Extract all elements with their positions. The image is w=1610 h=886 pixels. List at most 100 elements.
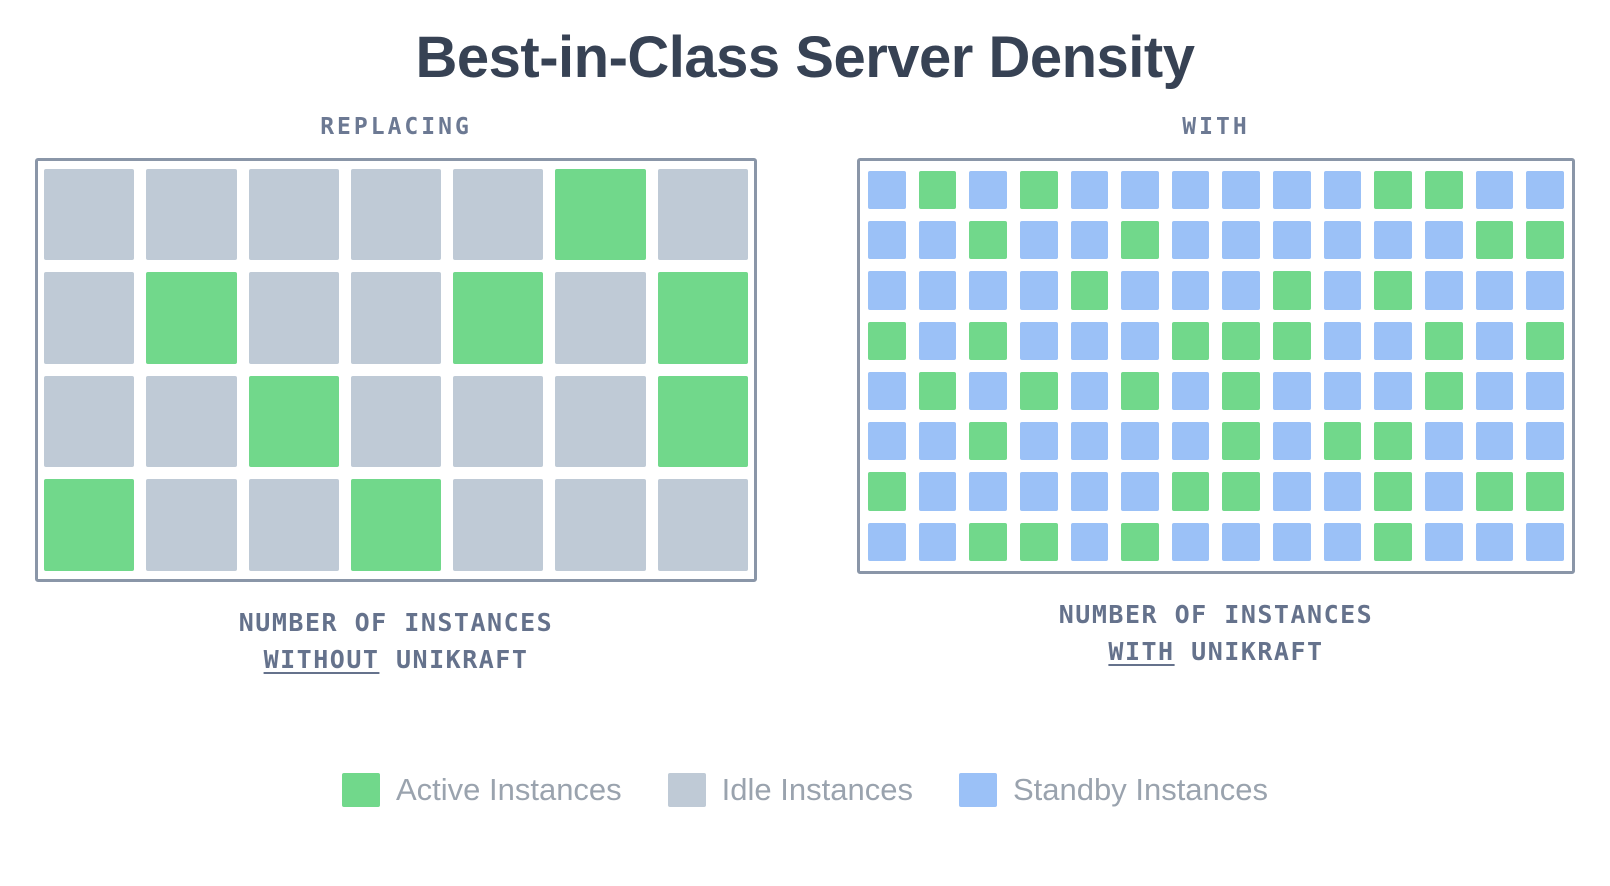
instance-cell-standby: [1425, 221, 1463, 260]
instance-cell-idle: [555, 479, 646, 571]
instance-cell-idle: [350, 272, 442, 364]
instance-cell-idle: [453, 479, 544, 571]
instance-cell-idle: [146, 479, 237, 571]
instance-cell-active: [1070, 271, 1109, 310]
instance-cell-active: [1222, 472, 1261, 511]
instance-cell-standby: [1222, 271, 1261, 310]
panel-right-caption-line2: WITH UNIKRAFT: [1059, 633, 1373, 671]
instance-cell-standby: [868, 422, 906, 461]
instance-cell-active: [1121, 371, 1159, 411]
instance-cell-standby: [1526, 422, 1564, 461]
legend-item-standby: Standby Instances: [958, 772, 1268, 808]
instance-cell-standby: [1475, 321, 1514, 360]
instance-cell-standby: [868, 221, 906, 260]
instance-cell-standby: [1019, 472, 1058, 511]
instance-cell-active: [1374, 271, 1413, 310]
instance-cell-idle: [453, 375, 544, 468]
instance-cell-active: [918, 371, 957, 411]
instance-cell-active: [555, 168, 646, 261]
instance-cell-active: [1171, 321, 1210, 360]
instance-cell-standby: [1323, 170, 1362, 210]
instance-cell-active: [146, 272, 237, 364]
instance-cell-standby: [1171, 221, 1210, 260]
instance-cell-standby: [1070, 221, 1109, 260]
instance-cell-active: [1019, 522, 1058, 561]
instance-cell-active: [1171, 472, 1210, 511]
instance-cell-standby: [1171, 170, 1210, 210]
instance-cell-active: [350, 479, 442, 571]
instance-cell-standby: [1425, 472, 1463, 511]
instance-cell-idle: [44, 375, 135, 468]
instance-cell-standby: [1475, 271, 1514, 310]
instance-cell-active: [1222, 422, 1261, 461]
instance-cell-standby: [1121, 422, 1159, 461]
instance-cell-idle: [657, 168, 748, 261]
instance-cell-idle: [555, 375, 646, 468]
instance-cell-active: [969, 321, 1007, 360]
instance-cell-standby: [918, 472, 957, 511]
instance-cell-active: [868, 321, 906, 360]
instance-cell-active: [1425, 371, 1463, 411]
instance-cell-idle: [44, 272, 135, 364]
instance-cell-active: [1019, 170, 1058, 210]
instance-cell-active: [1374, 170, 1413, 210]
instance-cell-standby: [1475, 522, 1514, 561]
instance-cell-standby: [969, 472, 1007, 511]
instance-cell-standby: [1323, 271, 1362, 310]
instance-cell-idle: [146, 168, 237, 261]
page-title: Best-in-Class Server Density: [415, 25, 1196, 90]
grid-with-unikraft: [868, 170, 1564, 561]
instance-cell-standby: [868, 371, 906, 411]
instance-cell-standby: [868, 170, 906, 210]
instance-cell-active: [1374, 472, 1413, 511]
chart-legend: Active Instances Idle Instances Standby In…: [0, 772, 1610, 808]
instance-cell-standby: [918, 321, 957, 360]
instance-cell-active: [1273, 271, 1311, 310]
instance-cell-active: [868, 472, 906, 511]
instance-cell-standby: [1019, 271, 1058, 310]
instance-cell-standby: [1070, 422, 1109, 461]
instance-cell-standby: [1121, 472, 1159, 511]
legend-item-idle: Idle Instances: [667, 772, 913, 808]
instance-cell-standby: [1273, 221, 1311, 260]
instance-cell-standby: [1374, 221, 1413, 260]
instance-cell-standby: [1323, 221, 1362, 260]
instance-cell-standby: [1526, 170, 1564, 210]
instance-cell-standby: [1121, 321, 1159, 360]
legend-label-active: Active Instances: [395, 772, 622, 807]
instance-cell-active: [969, 422, 1007, 461]
instance-cell-standby: [1070, 472, 1109, 511]
panel-left-box: [35, 157, 757, 582]
panel-left-caption-emphasis: WITHOUT: [263, 645, 380, 675]
instance-cell-standby: [1171, 422, 1210, 461]
instance-cell-standby: [1323, 522, 1362, 561]
panel-right-caption-rest: UNIKRAFT: [1174, 637, 1324, 667]
instance-cell-standby: [918, 522, 957, 561]
instance-cell-active: [1526, 321, 1564, 360]
panel-right-caption-line1: NUMBER OF INSTANCES: [1058, 599, 1374, 629]
panel-right: WITH NUMBER OF INSTANCES WITH UNIKRAFT: [846, 114, 1586, 671]
instance-cell-active: [1121, 522, 1159, 561]
instance-cell-active: [1323, 422, 1362, 461]
instance-cell-active: [1425, 321, 1463, 360]
instance-cell-active: [248, 375, 339, 468]
instance-cell-standby: [969, 170, 1007, 210]
instance-cell-standby: [1273, 422, 1311, 461]
panel-right-box: [857, 157, 1575, 574]
instance-cell-active: [1222, 371, 1261, 411]
instance-cell-standby: [1425, 522, 1463, 561]
panel-left-caption-line1: NUMBER OF INSTANCES: [238, 607, 554, 637]
instance-cell-standby: [1273, 472, 1311, 511]
legend-swatch-idle-icon: [667, 773, 706, 807]
instance-cell-active: [1019, 371, 1058, 411]
instance-cell-standby: [1374, 371, 1413, 411]
instance-cell-active: [918, 170, 957, 210]
instance-cell-standby: [1070, 170, 1109, 210]
instance-cell-standby: [1323, 371, 1362, 411]
instance-cell-standby: [1526, 371, 1564, 411]
instance-cell-standby: [1273, 371, 1311, 411]
instance-cell-active: [1425, 170, 1463, 210]
instance-cell-standby: [1019, 321, 1058, 360]
instance-cell-standby: [918, 271, 957, 310]
instance-cell-active: [453, 272, 544, 364]
